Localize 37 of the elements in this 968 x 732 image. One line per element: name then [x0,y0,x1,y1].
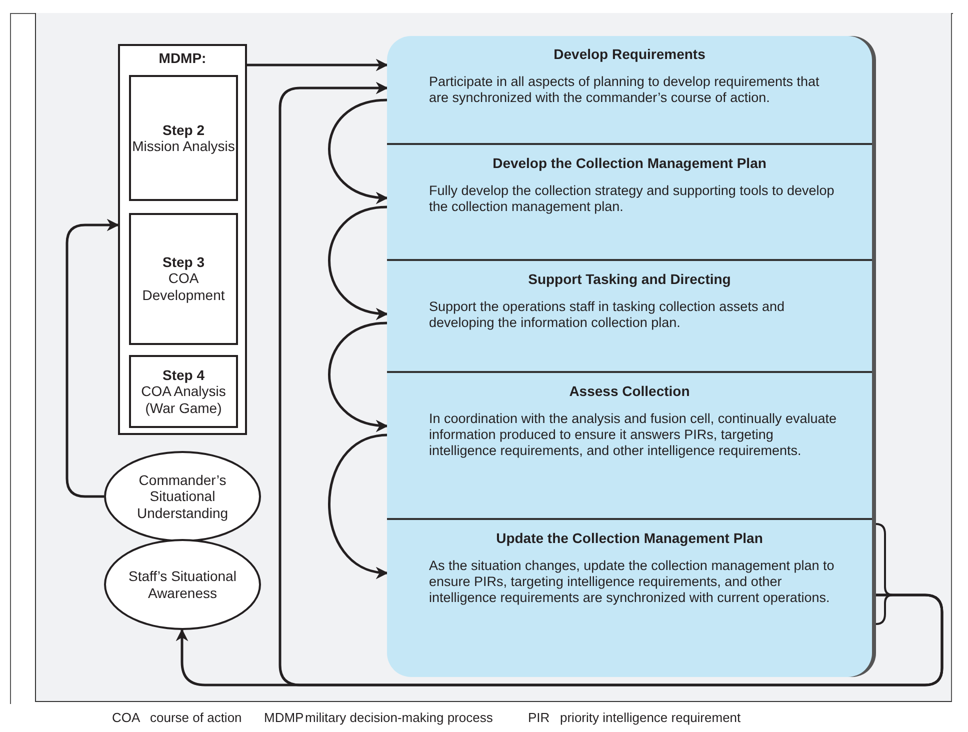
description-text: Fully develop the collection strategy and supporting tools to develop the collection management plan. [429,183,836,216]
step-box [129,75,238,201]
description-text: COA Analysis (War Game) [140,382,227,416]
description-text: COA Development [141,270,226,304]
arrow [66,218,120,498]
process-group-box [118,44,247,435]
heading: Develop Requirements [552,46,706,62]
arrow [328,206,388,319]
arrow [328,434,388,578]
heading: MDMP: [158,50,206,66]
arrow [278,82,944,686]
abbreviation-definition: course of action [150,710,242,725]
arrow [328,322,388,431]
abbreviation-definition: military decision-making process [305,710,493,725]
heading: Develop the Collection Management Plan [492,155,768,171]
abbreviation: PIR [528,710,550,725]
description-text: As the situation changes, update the collection management plan to ensure PIRs, targeting intelligence requirements, and other intelligence requirements are synchronized with current operations. [429,558,836,607]
description-text: Mission Analysis [132,138,235,154]
abbreviation: COA [112,710,140,725]
ellipse-text: Commander’s Situational Understanding [136,472,230,521]
process-panel [387,36,872,677]
arrow [328,98,388,203]
heading: Step 3 [162,254,204,270]
description-text: Support the operations staff in tasking collection assets and developing the information collection plan. [429,299,786,332]
abbreviation: MDMP [264,710,304,725]
heading: Update the Collection Management Plan [495,530,764,546]
arrow [247,58,388,72]
abbreviation-definition: priority intelligence requirement [560,710,741,725]
step-box [129,355,238,428]
heading: Assess Collection [568,383,691,399]
ellipse-text: Staff’s Situational Awareness [128,568,238,601]
description-text: Participate in all aspects of planning to develop requirements that are synchronized with the commander’s course of action. [429,74,820,106]
heading: Step 2 [162,122,204,138]
description-text: In coordination with the analysis and fusion cell, continually evaluate information produced to ensure it answers PIRs, targeting intelligence requirements, and other intelligence requirements. [429,411,838,460]
step-box [129,213,238,345]
heading: Step 4 [162,366,204,383]
heading: Support Tasking and Directing [527,271,732,287]
